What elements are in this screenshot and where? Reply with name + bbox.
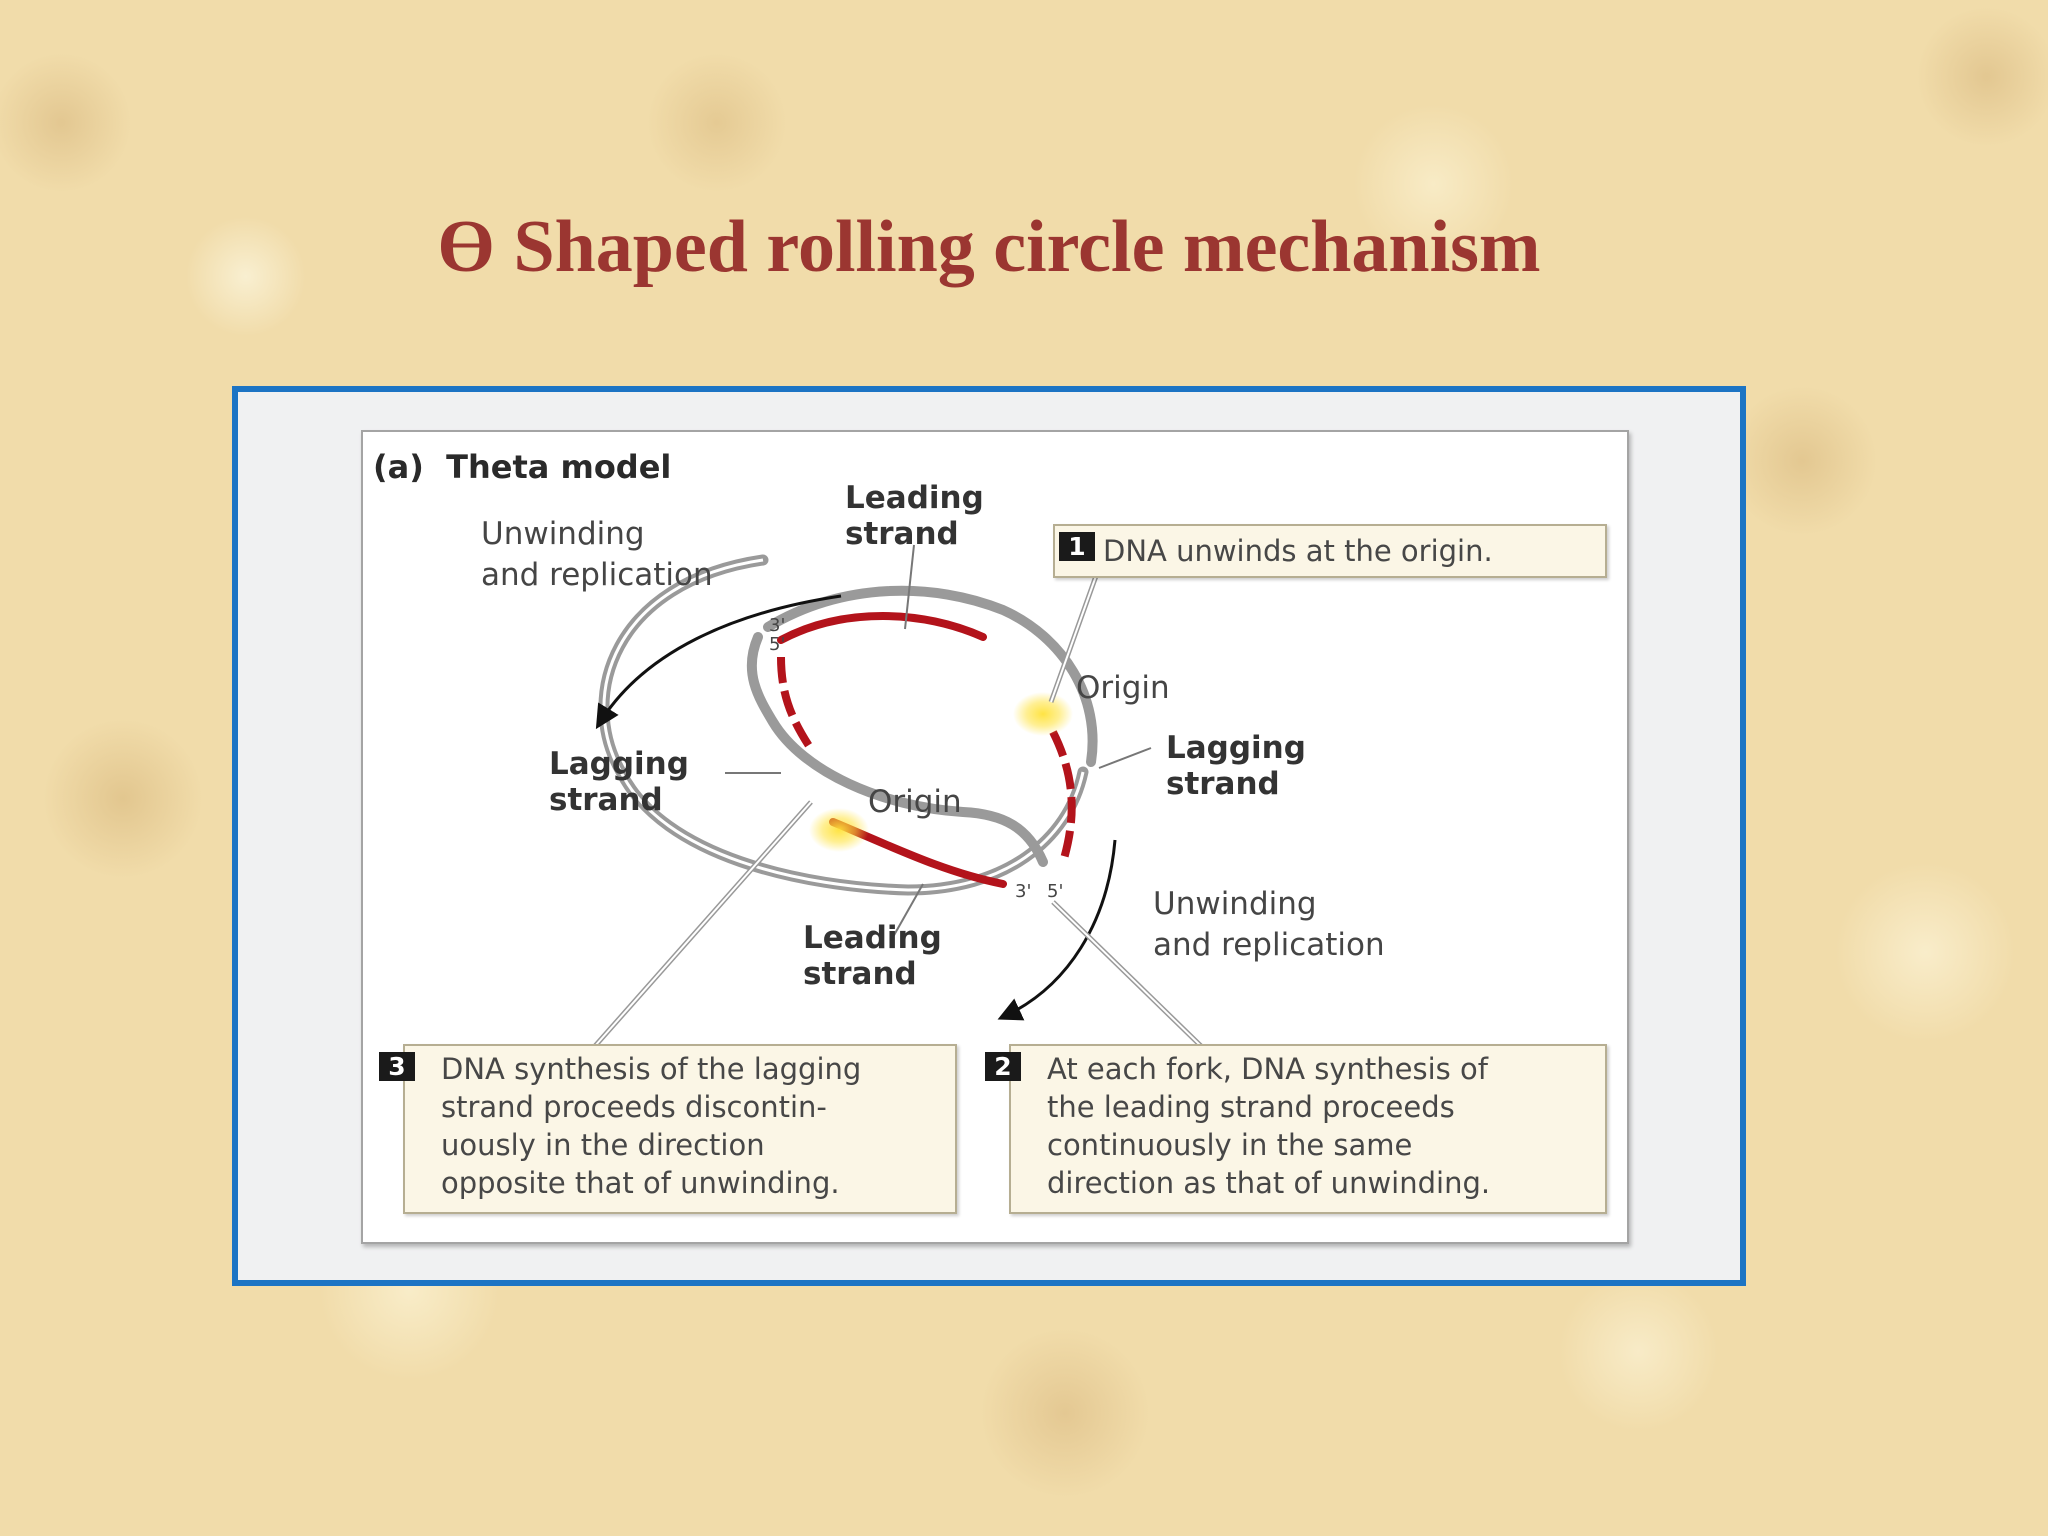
label-leading-strand-bottom: Leading strand [803,920,942,992]
label-origin-right: Origin [1076,670,1170,706]
theta-replication-diagram [593,544,1203,1048]
label-unwinding-top: Unwinding and replication [481,516,713,593]
new-strand-top [777,612,987,644]
parental-strand-inner-arc [746,632,1048,867]
label-lagging-strand-left: Lagging strand [549,746,689,818]
new-strand-left-lagging [777,656,817,755]
step-2-number: 2 [985,1052,1021,1081]
unwinding-arrow-top [595,594,842,730]
panel-heading: (a) Theta model [373,448,671,486]
label-5prime-top: 5' [769,634,786,655]
panel-title: Theta model [446,448,672,486]
step-3-text: DNA synthesis of the lagging strand proc… [441,1052,862,1200]
leader-step2-inner [1052,901,1202,1047]
label-origin-center: Origin [868,784,962,820]
origin-highlight-right [1013,692,1073,736]
leader-leading-bottom [892,883,924,938]
leader-leading-top [904,544,915,630]
step-1-number: 1 [1059,532,1095,561]
unwinding-arrow-bottom [997,839,1117,1021]
slide-title: ϴ Shaped rolling circle mechanism [437,206,1541,288]
new-strand-right-lagging [1049,730,1076,864]
step-1-text: DNA unwinds at the origin. [1103,534,1493,568]
parental-strand-outer-inner-line [602,558,1085,892]
parental-strand-top-arc [763,585,1098,767]
leader-step1-inner [1050,561,1102,703]
label-5prime-bottom: 5' [1047,881,1064,902]
panel-label: (a) [373,448,424,486]
step-3-callout: 3 DNA synthesis of the lagging strand pr… [379,1044,957,1214]
step-3-number: 3 [379,1052,415,1081]
label-3prime-top: 3' [769,615,786,636]
step-2-text: At each fork, DNA synthesis of the leadi… [1047,1052,1491,1200]
leader-step3-inner [594,801,812,1047]
leader-lagging-right [1098,747,1152,769]
step-1-callout: 1 DNA unwinds at the origin. [1053,524,1607,578]
label-3prime-bottom: 3' [1015,881,1032,902]
label-lagging-strand-right: Lagging strand [1166,730,1306,802]
step-2-callout: 2 At each fork, DNA synthesis of the lea… [985,1044,1607,1214]
origin-highlight-center [809,808,869,852]
label-leading-strand-top: Leading strand [845,480,984,552]
label-unwinding-bottom: Unwinding and replication [1153,886,1385,963]
theta-model-figure: (a) Theta model Unwinding and replicatio… [361,430,1629,1244]
image-frame: (a) Theta model Unwinding and replicatio… [232,386,1746,1286]
